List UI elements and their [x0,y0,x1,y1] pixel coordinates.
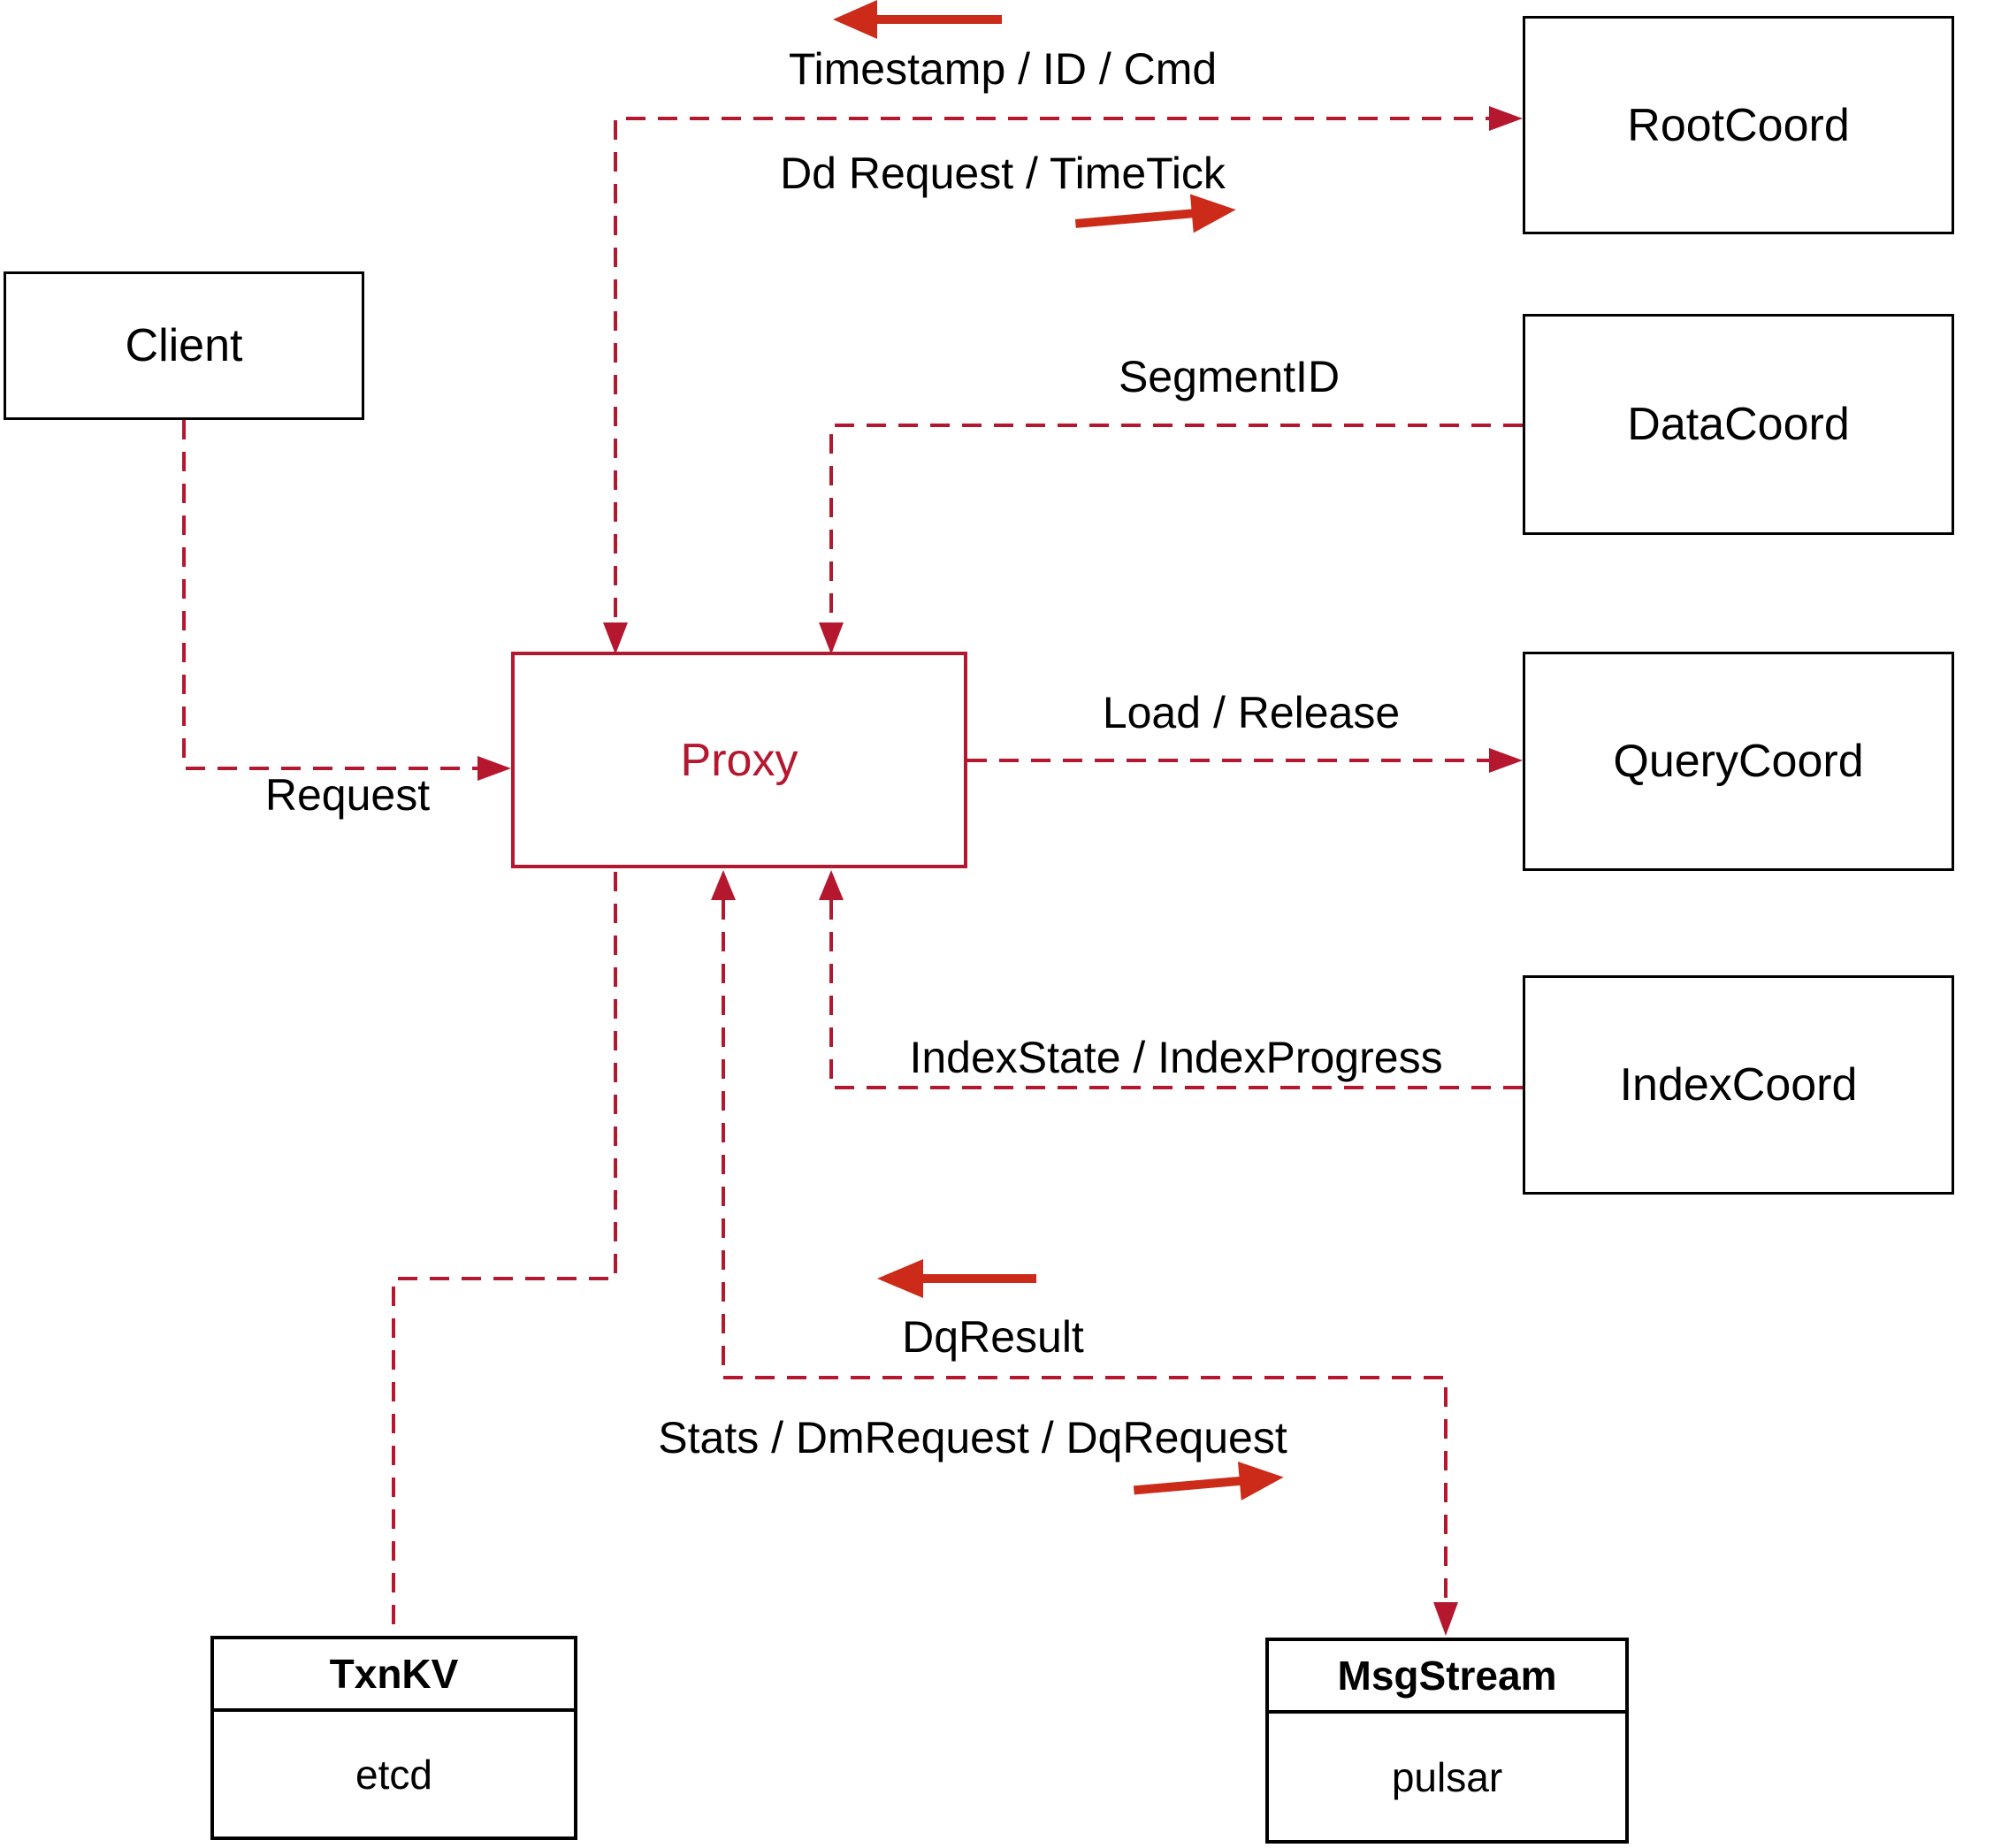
node-client-label: Client [125,320,243,371]
node-txnkv-subtitle: etcd [355,1751,432,1798]
left-arrow-icon [833,0,1002,39]
edge-label-segment-id: SegmentID [1118,352,1341,401]
right-arrow-icon [1074,194,1236,233]
edge-label-index-state: IndexState / IndexProgress [909,1033,1443,1082]
node-msgstream: MsgStream pulsar [1265,1638,1629,1844]
arrowhead-datacoord-into-proxy [819,622,844,654]
node-client: Client [4,271,364,420]
edge-indexcoord-proxy [829,900,1523,1089]
arrowhead-msgstream-into-proxy [711,870,736,900]
node-indexcoord-label: IndexCoord [1619,1059,1858,1111]
node-querycoord-label: QueryCoord [1613,736,1864,787]
arrowhead-client-into-proxy [477,756,511,781]
node-proxy-label: Proxy [680,734,798,786]
node-rootcoord: RootCoord [1523,16,1954,234]
node-querycoord: QueryCoord [1523,652,1954,871]
edge-label-dq-result: DqResult [902,1312,1084,1362]
arrowhead-rootcoord-into-proxy [603,622,628,654]
edge-label-dd-request-timetick: Dd Request / TimeTick [780,149,1226,198]
arrowhead-indexcoord-into-proxy [819,870,844,900]
node-msgstream-subtitle: pulsar [1391,1753,1503,1800]
edge-label-load-release: Load / Release [1102,688,1401,737]
arrowhead-into-msgstream [1433,1602,1458,1636]
edge-proxy-rootcoord [614,117,1489,649]
edge-client-proxy [182,420,477,770]
node-txnkv-title: TxnKV [214,1639,574,1712]
node-indexcoord: IndexCoord [1523,975,1954,1195]
node-txnkv: TxnKV etcd [210,1636,577,1840]
left-arrow-icon [877,1259,1036,1298]
arrowhead-into-rootcoord [1489,106,1523,131]
edge-proxy-txnkv [392,872,617,1634]
node-msgstream-title: MsgStream [1269,1641,1625,1714]
edge-label-timestamp-id-cmd: Timestamp / ID / Cmd [788,44,1218,94]
node-rootcoord-label: RootCoord [1627,99,1850,151]
node-datacoord: DataCoord [1523,314,1954,535]
node-datacoord-label: DataCoord [1627,399,1850,450]
node-proxy: Proxy [511,652,967,868]
edge-datacoord-proxy [829,424,1523,622]
edge-label-stats-dm-dq: Stats / DmRequest / DqRequest [658,1413,1287,1462]
edge-proxy-msgstream [722,900,1448,1602]
right-arrow-icon [1133,1462,1284,1501]
arrowhead-into-querycoord [1489,748,1523,773]
edge-label-request: Request [264,770,431,820]
